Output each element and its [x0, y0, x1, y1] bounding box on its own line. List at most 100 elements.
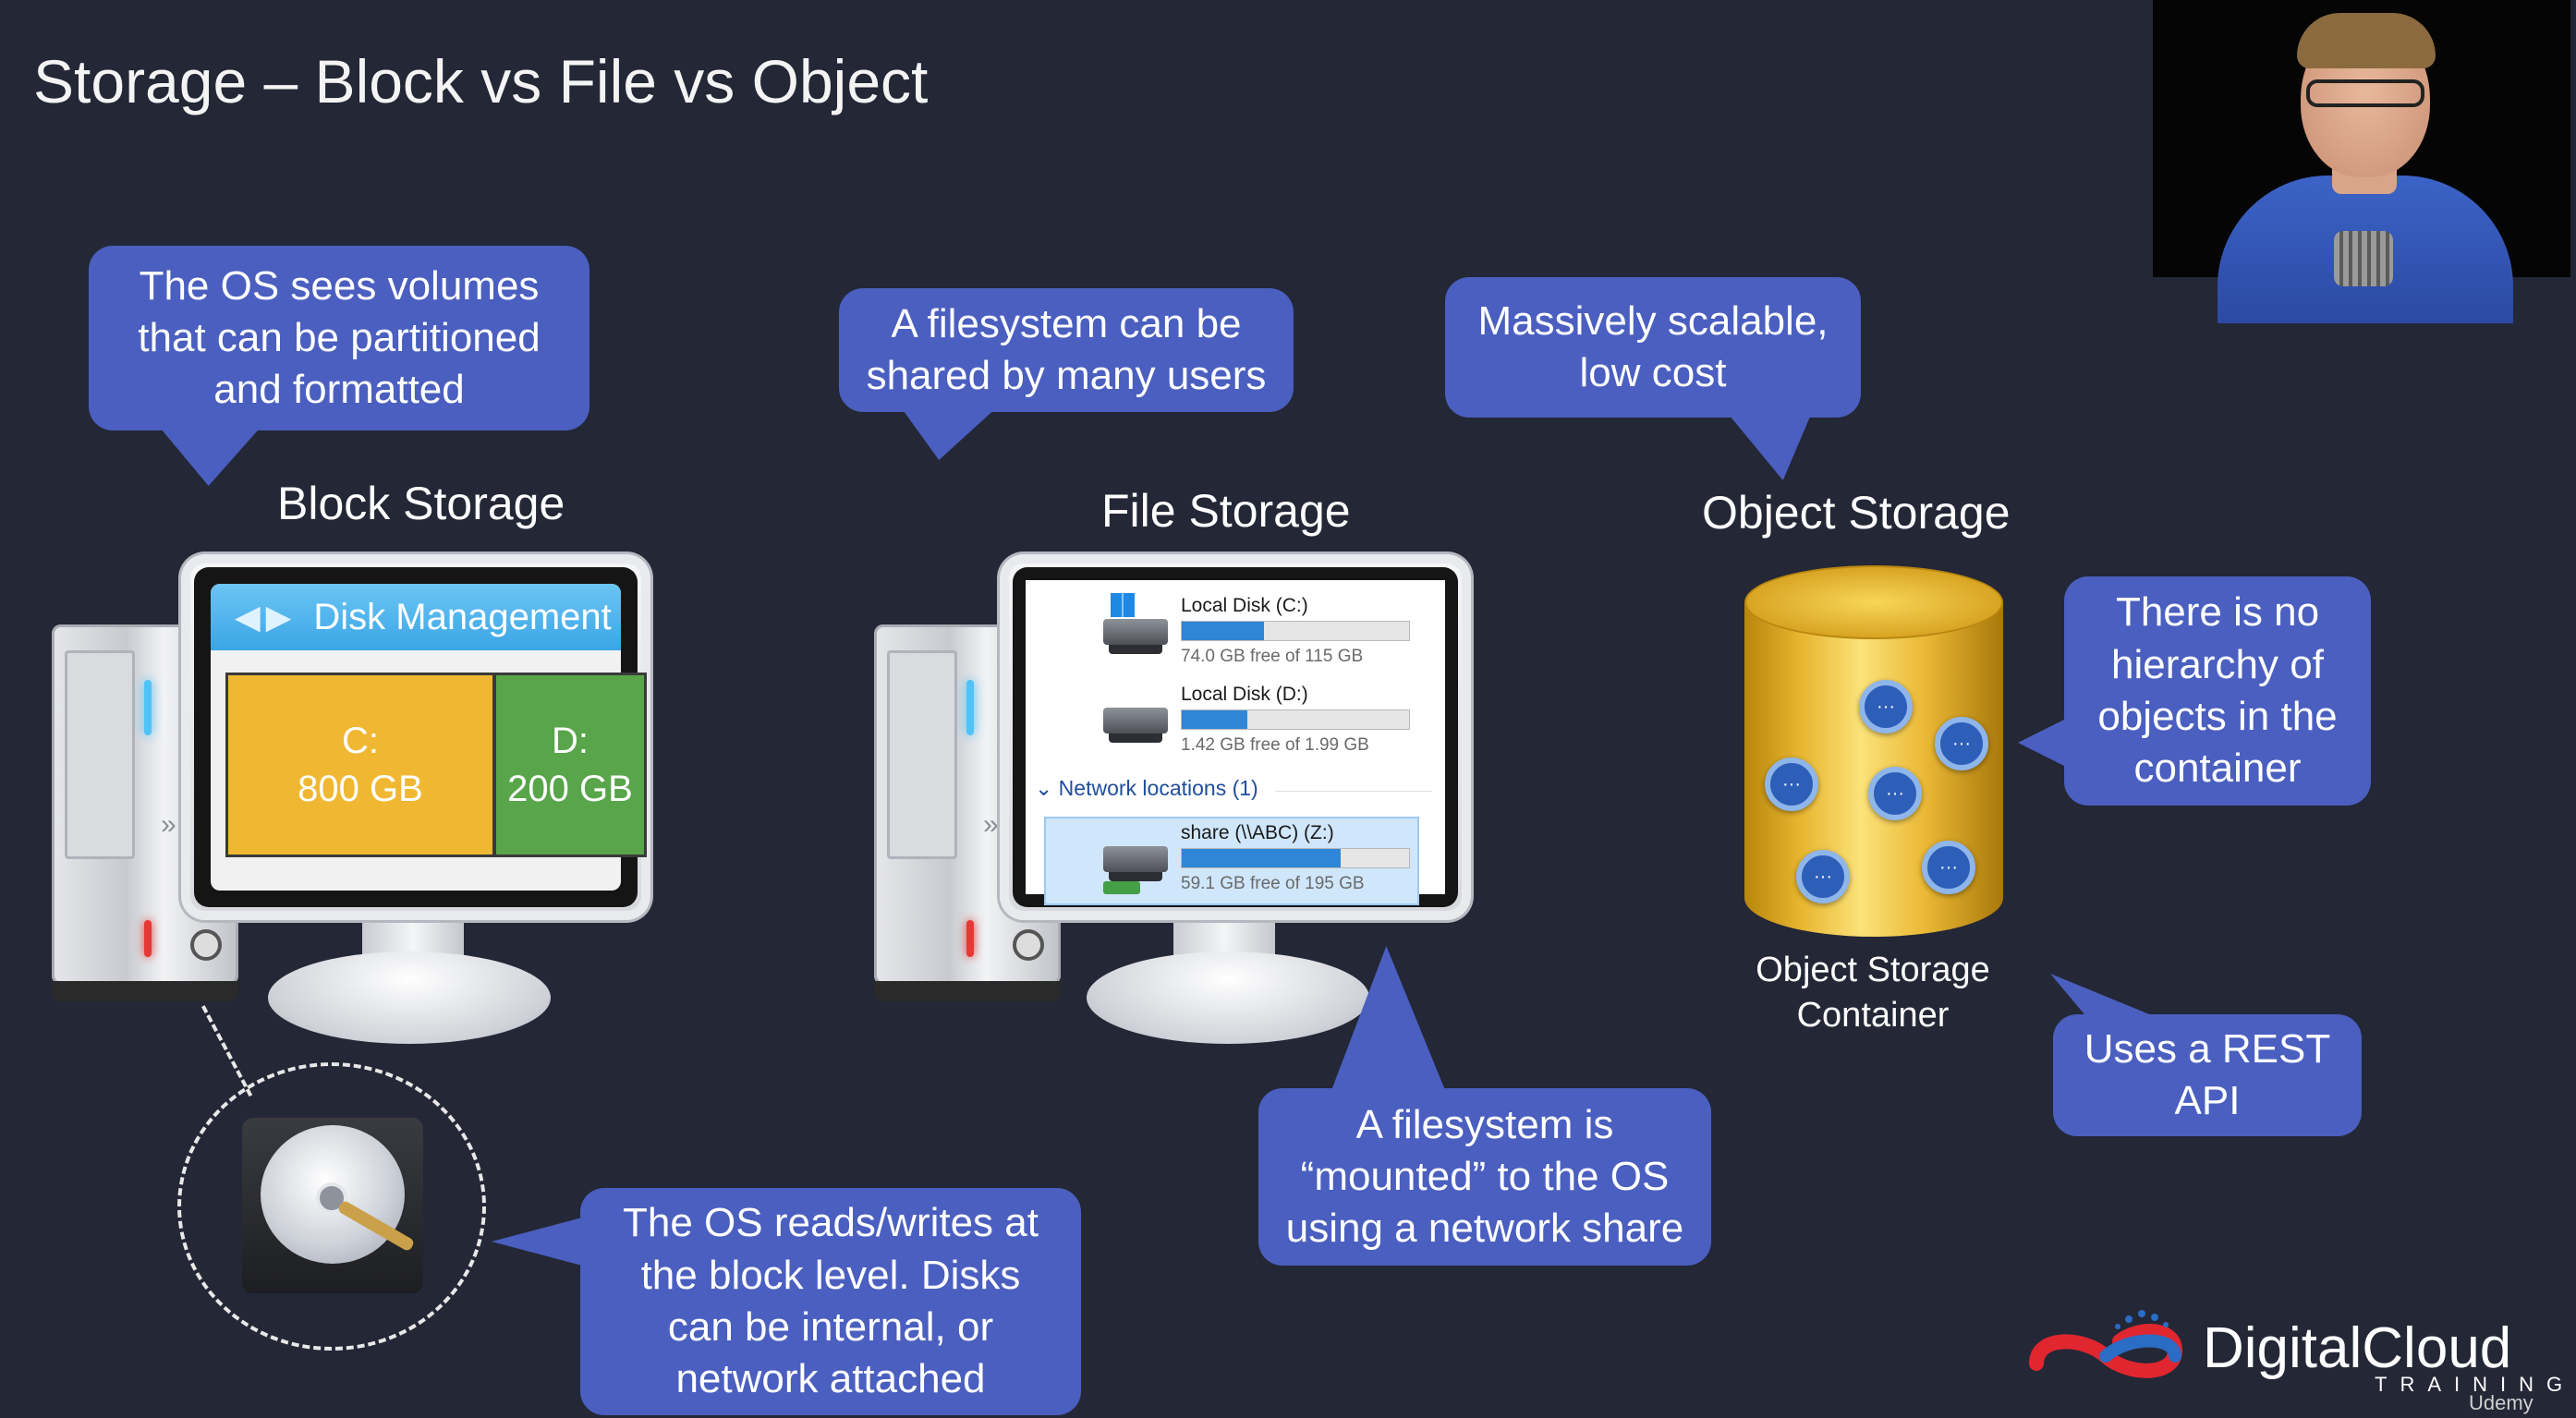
- logo-subtext: TRAINING: [2375, 1373, 2576, 1396]
- bubble-line: using a network share: [1285, 1206, 1684, 1252]
- tower-foot: [52, 981, 238, 1001]
- partition-d: D: 200 GB: [493, 673, 647, 857]
- tower-arrows-icon: »: [983, 809, 999, 840]
- bubble-line: API: [2174, 1078, 2241, 1123]
- file-explorer-window: Local Disk (C:) 74.0 GB free of 115 GB L…: [1026, 580, 1445, 905]
- network-cable-icon: [1103, 881, 1140, 894]
- bubble-line: Massively scalable,: [1477, 297, 1829, 344]
- back-forward-arrows-icon: ◀▶: [235, 598, 298, 636]
- drive-icon: [1103, 708, 1168, 743]
- chevron-down-icon: ⌄: [1035, 776, 1059, 800]
- microphone-icon: [2334, 231, 2393, 286]
- object-icon: ···: [1859, 680, 1913, 733]
- activity-led: [966, 920, 974, 957]
- drive-free-space: 59.1 GB free of 195 GB: [1181, 874, 1365, 893]
- bubble-tail: [1708, 414, 1812, 480]
- slide-title: Storage – Block vs File vs Object: [33, 47, 929, 115]
- object-icon: ···: [1935, 717, 1988, 770]
- bubble-tail: [492, 1218, 582, 1266]
- partition-size: 800 GB: [298, 769, 423, 809]
- drive-name: share (\\ABC) (Z:): [1181, 822, 1334, 843]
- object-icon: ···: [1868, 767, 1922, 820]
- divider: [1275, 791, 1432, 792]
- drive-free-space: 74.0 GB free of 115 GB: [1181, 647, 1364, 666]
- udemy-watermark: Udemy: [2469, 1391, 2533, 1414]
- partition-c: C: 800 GB: [225, 673, 495, 857]
- cylinder-top: [1744, 565, 2003, 639]
- hdd-circle: [177, 1062, 486, 1351]
- presenter-webcam: [2153, 0, 2570, 323]
- bubble-line: “mounted” to the OS: [1300, 1153, 1670, 1199]
- drive-usage-fill: [1182, 710, 1248, 729]
- share-row[interactable]: share (\\ABC) (Z:) 59.1 GB free of 195 G…: [1026, 817, 1445, 909]
- network-locations-label: Network locations (1): [1058, 776, 1258, 800]
- file-storage-label: File Storage: [1101, 485, 1351, 537]
- drive-usage-fill: [1182, 622, 1264, 640]
- object-icon: ···: [1765, 757, 1818, 811]
- block-storage-label: Block Storage: [277, 478, 565, 529]
- bubble-line: the block level. Disks: [640, 1252, 1021, 1298]
- bubble-line: network attached: [675, 1356, 986, 1402]
- window-title: Disk Management: [313, 596, 612, 637]
- drive-free-space: 1.42 GB free of 1.99 GB: [1181, 735, 1369, 755]
- block-monitor: ◀▶ Disk Management C: 800 GB D: 200 GB: [181, 554, 650, 920]
- bubble-tail: [2050, 974, 2163, 1020]
- logo-text: DigitalCloud: [2203, 1316, 2512, 1380]
- activity-led: [144, 920, 152, 957]
- block-top-bubble: The OS sees volumes that can be partitio…: [89, 246, 589, 430]
- bubble-tail: [159, 427, 283, 486]
- drive-name: Local Disk (C:): [1181, 595, 1308, 616]
- partition-letter: C:: [342, 721, 379, 761]
- bubble-line: that can be partitioned: [138, 314, 541, 360]
- object-icon: ···: [1796, 850, 1850, 903]
- drive-usage-fill: [1182, 849, 1342, 867]
- monitor-base: [268, 951, 551, 1044]
- bubble-line: and formatted: [213, 367, 465, 413]
- partition-size: 200 GB: [507, 769, 633, 809]
- caption-line: Container: [1796, 996, 1950, 1036]
- drive-row[interactable]: Local Disk (C:) 74.0 GB free of 115 GB: [1026, 589, 1445, 682]
- file-top-bubble: A filesystem can be shared by many users: [839, 288, 1294, 412]
- container-caption: Object Storage Container: [1720, 948, 2025, 1039]
- bubble-tail: [1330, 946, 1463, 1094]
- power-button-icon: [190, 929, 222, 961]
- power-led: [144, 680, 152, 735]
- object-right-bubble: There is no hierarchy of objects in the …: [2064, 576, 2371, 806]
- bubble-line: A filesystem can be: [891, 300, 1242, 346]
- tower-foot: [874, 981, 1061, 1001]
- drive-usage-bar: [1181, 848, 1410, 868]
- drive-bay: [887, 650, 957, 859]
- object-top-bubble: Massively scalable, low cost: [1445, 277, 1861, 418]
- drive-icon: [1103, 619, 1168, 654]
- bubble-line: container: [2133, 745, 2302, 792]
- object-storage-container: ··· ··· ··· ··· ··· ···: [1744, 565, 2003, 937]
- file-monitor: Local Disk (C:) 74.0 GB free of 115 GB L…: [1000, 554, 1471, 920]
- bubble-line: objects in the: [2097, 694, 2338, 739]
- power-led: [966, 680, 974, 735]
- digitalcloud-logo-icon: [2029, 1310, 2183, 1378]
- bubble-line: The OS sees volumes: [139, 262, 540, 309]
- caption-line: Object Storage: [1756, 951, 1990, 989]
- bubble-tail: [2018, 717, 2070, 769]
- drive-bay: [65, 650, 135, 859]
- disk-management-header: ◀▶ Disk Management: [211, 584, 621, 650]
- bubble-line: There is no: [2115, 589, 2320, 636]
- power-button-icon: [1013, 929, 1044, 961]
- file-bottom-bubble: A filesystem is “mounted” to the OS usin…: [1258, 1088, 1711, 1266]
- block-bottom-bubble: The OS reads/writes at the block level. …: [580, 1188, 1081, 1415]
- network-drive-icon: [1103, 846, 1168, 881]
- drive-row[interactable]: Local Disk (D:) 1.42 GB free of 1.99 GB: [1026, 678, 1445, 770]
- presenter-glasses: [2306, 79, 2424, 107]
- bubble-line: The OS reads/writes at: [623, 1200, 1039, 1246]
- object-api-bubble: Uses a REST API: [2053, 1014, 2362, 1136]
- bubble-tail: [901, 408, 1015, 460]
- bubble-line: low cost: [1579, 350, 1727, 395]
- bubble-line: shared by many users: [866, 353, 1267, 398]
- windows-logo-icon: [1111, 593, 1135, 617]
- network-locations-header[interactable]: ⌄ Network locations (1): [1035, 776, 1258, 801]
- hard-disk-icon: [242, 1118, 423, 1293]
- disk-management-window: ◀▶ Disk Management C: 800 GB D: 200 GB: [211, 584, 647, 891]
- bubble-line: can be internal, or: [667, 1304, 994, 1350]
- drive-usage-bar: [1181, 709, 1410, 730]
- tower-arrows-icon: »: [161, 809, 176, 840]
